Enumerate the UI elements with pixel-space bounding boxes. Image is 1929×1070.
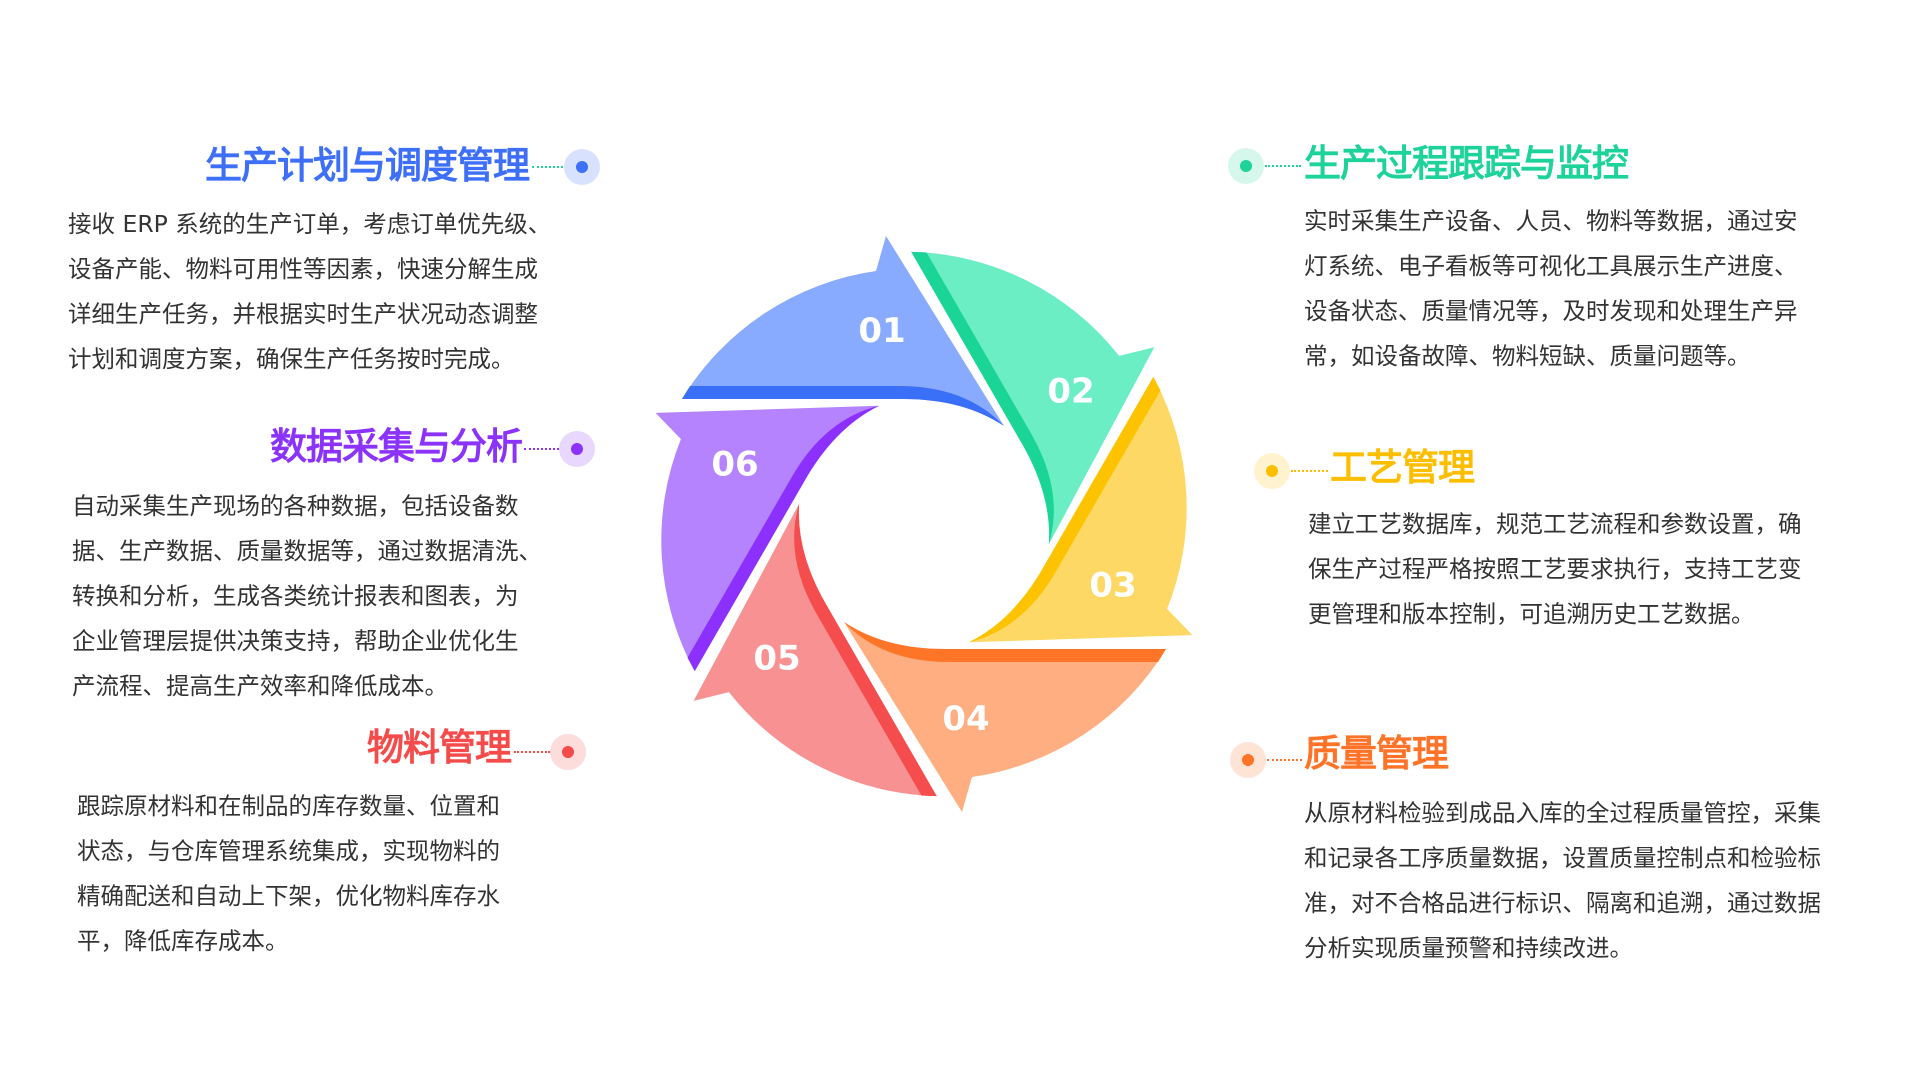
block-title: 物料管理 <box>367 726 512 769</box>
text-line: 保生产过程严格按照工艺要求执行，支持工艺变 <box>1308 555 1802 583</box>
connector-line <box>524 448 559 450</box>
segment-edge-stripe <box>687 405 880 672</box>
text-line: 常，如设备故障、物料短缺、质量问题等。 <box>1304 342 1751 370</box>
segment-arrow-shape <box>693 503 937 797</box>
text-line: 转换和分析，生成各类统计报表和图表，为 <box>72 582 519 610</box>
text-line: 企业管理层提供决策支持，帮助企业优化生 <box>72 627 519 655</box>
block-description: 自动采集生产现场的各种数据，包括设备数 据、生产数据、质量数据等，通过数据清洗、… <box>72 484 542 709</box>
segment-edge-stripe <box>968 376 1161 643</box>
wheel-segment-04 <box>844 622 1166 812</box>
text-line: 从原材料检验到成品入库的全过程质量管控，采集 <box>1304 799 1821 827</box>
connector-line <box>1267 759 1302 761</box>
segment-arrow-shape <box>911 251 1155 545</box>
segment-arrow-shape <box>844 622 1166 812</box>
text-line: 计划和调度方案，确保生产任务按时完成。 <box>68 345 515 373</box>
segment-number-label: 04 <box>942 699 989 739</box>
text-line: 更管理和版本控制，可追溯历史工艺数据。 <box>1308 600 1755 628</box>
block-title: 生产计划与调度管理 <box>205 144 530 187</box>
text-line: 跟踪原材料和在制品的库存数量、位置和 <box>77 792 500 820</box>
wheel-segment-01 <box>682 236 1004 426</box>
text-line: 实时采集生产设备、人员、物料等数据，通过安 <box>1304 207 1798 235</box>
text-line: 和记录各工序质量数据，设置质量控制点和检验标 <box>1304 844 1821 872</box>
text-line: 精确配送和自动上下架，优化物料库存水 <box>77 882 500 910</box>
block-description: 从原材料检验到成品入库的全过程质量管控，采集 和记录各工序质量数据，设置质量控制… <box>1304 791 1821 971</box>
wheel-segment-06 <box>655 405 880 672</box>
connector-line <box>1291 470 1328 472</box>
block-title: 工艺管理 <box>1330 446 1475 489</box>
segment-number-label: 06 <box>711 444 758 484</box>
text-line: 产流程、提高生产效率和降低成本。 <box>72 672 448 700</box>
marker-dot-icon <box>1228 148 1264 184</box>
text-line: 详细生产任务，并根据实时生产状况动态调整 <box>68 300 538 328</box>
text-line: 准，对不合格品进行标识、隔离和追溯，通过数据 <box>1304 889 1821 917</box>
wheel-segment-05 <box>693 503 937 797</box>
marker-dot-icon <box>564 149 600 185</box>
segment-number-label: 03 <box>1089 566 1136 606</box>
text-line: 接收 ERP 系统的生产订单，考虑订单优先级、 <box>68 210 552 238</box>
segment-edge-stripe <box>844 622 1166 662</box>
block-description: 跟踪原材料和在制品的库存数量、位置和 状态，与仓库管理系统集成，实现物料的 精确… <box>77 784 500 964</box>
text-line: 状态，与仓库管理系统集成，实现物料的 <box>77 837 500 865</box>
block-description: 实时采集生产设备、人员、物料等数据，通过安 灯系统、电子看板等可视化工具展示生产… <box>1304 199 1798 379</box>
text-line: 平，降低库存成本。 <box>77 927 289 955</box>
segment-arrow-shape <box>682 236 1004 426</box>
block-title: 生产过程跟踪与监控 <box>1304 142 1629 185</box>
connector-line <box>1265 165 1301 167</box>
text-line: 据、生产数据、质量数据等，通过数据清洗、 <box>72 537 542 565</box>
segment-number-label: 01 <box>858 311 905 351</box>
text-line: 灯系统、电子看板等可视化工具展示生产进度、 <box>1304 252 1798 280</box>
block-description: 建立工艺数据库，规范工艺流程和参数设置，确 保生产过程严格按照工艺要求执行，支持… <box>1308 502 1802 637</box>
block-title: 质量管理 <box>1304 732 1449 775</box>
segment-edge-stripe <box>682 386 1004 426</box>
text-line: 设备产能、物料可用性等因素，快速分解生成 <box>68 255 538 283</box>
segment-number-label: 05 <box>753 638 800 678</box>
block-description: 接收 ERP 系统的生产订单，考虑订单优先级、 设备产能、物料可用性等因素，快速… <box>68 202 551 382</box>
text-line: 建立工艺数据库，规范工艺流程和参数设置，确 <box>1308 510 1802 538</box>
marker-dot-icon <box>559 431 595 467</box>
text-line: 自动采集生产现场的各种数据，包括设备数 <box>72 492 519 520</box>
connector-line <box>532 166 563 168</box>
block-title: 数据采集与分析 <box>270 425 523 468</box>
marker-dot-icon <box>550 734 586 770</box>
text-line: 设备状态、质量情况等，及时发现和处理生产异 <box>1304 297 1798 325</box>
text-line: 分析实现质量预警和持续改进。 <box>1304 934 1633 962</box>
connector-line <box>514 751 550 753</box>
segment-number-label: 02 <box>1047 372 1094 412</box>
wheel-segment-02 <box>911 251 1155 545</box>
marker-dot-icon <box>1254 453 1290 489</box>
wheel-segment-03 <box>968 376 1193 643</box>
marker-dot-icon <box>1230 742 1266 778</box>
